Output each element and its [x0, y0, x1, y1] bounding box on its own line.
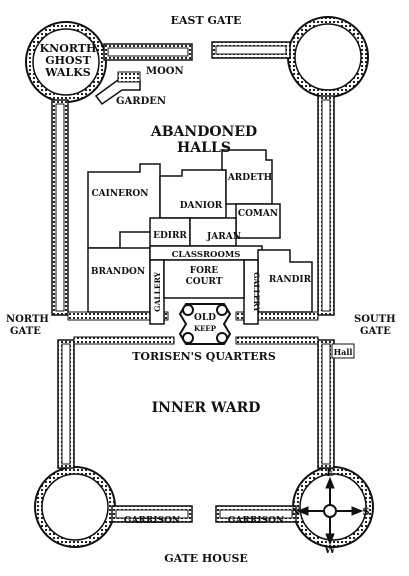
jaran-label: JARAN	[206, 232, 241, 242]
compass-s-label: S	[362, 507, 369, 518]
compass-w-label: W	[323, 545, 336, 556]
knorth-ghost-walks-label-3: WALKS	[44, 66, 90, 79]
compass-rose-icon	[296, 476, 364, 546]
old-label: OLD	[194, 313, 216, 323]
danior-label: DANIOR	[180, 201, 223, 211]
keep-label: KEEP	[194, 324, 217, 333]
south-gate-label-2: GATE	[360, 326, 391, 337]
court-label: COURT	[186, 277, 223, 287]
coman-label: COMAN	[238, 209, 278, 219]
keep-buildings	[87, 149, 313, 325]
moon-label: MOON	[146, 66, 184, 77]
caineron-label: CAINERON	[92, 189, 149, 199]
inner-ward-label: INNER WARD	[152, 400, 261, 416]
tower-southwest	[34, 466, 116, 548]
garden-label: GARDEN	[116, 96, 166, 107]
tower-northwest	[25, 21, 107, 103]
ardeth-label: ARDETH	[227, 173, 273, 183]
knorth-ghost-walks-label-2: GHOST	[45, 54, 91, 67]
abandoned-label: ABANDONED	[150, 124, 257, 140]
north-gate-label-2: GATE	[10, 326, 41, 337]
edirr-label: EDIRR	[153, 231, 187, 241]
hall-box	[331, 343, 355, 359]
gate-house-label: GATE HOUSE	[164, 552, 248, 565]
curtain-walls	[51, 41, 335, 523]
gallery-left-label: GALLERY	[153, 271, 162, 311]
east-gate-label: EAST GATE	[171, 14, 242, 27]
torisens-quarters-label: TORISEN'S QUARTERS	[132, 350, 276, 363]
compass-n-label: N	[291, 507, 300, 518]
halls-label: HALLS	[177, 140, 231, 156]
randir-label: RANDIR	[269, 275, 312, 285]
brandon-label: BRANDON	[91, 267, 145, 277]
compass-e-label: E	[326, 468, 334, 479]
old-keep-icon	[178, 303, 232, 345]
classrooms-label: CLASSROOMS	[172, 250, 241, 260]
inner-walls	[67, 311, 319, 345]
tower-northeast	[287, 16, 369, 98]
gallery-right-label: GALLERY	[252, 272, 261, 312]
knorth-ghost-walks-label-1: KNORTH	[40, 42, 97, 55]
fore-label: FORE	[190, 266, 219, 276]
south-gate-label-1: SOUTH	[354, 314, 396, 325]
garrison-right-label: GARRISON	[228, 516, 284, 526]
moon-garden-wall	[94, 71, 141, 106]
hall-label: Hall	[334, 347, 353, 357]
north-gate-label-1: NORTH	[6, 314, 49, 325]
garrison-left-label: GARRISON	[124, 516, 180, 526]
